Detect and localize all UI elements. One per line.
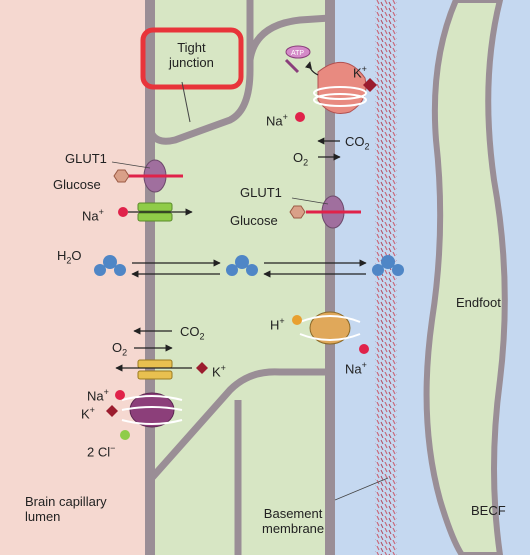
k-label-top: K+ xyxy=(353,62,367,80)
h2o-label: H2O xyxy=(57,248,82,269)
cl-ion xyxy=(120,430,130,440)
h-label: H+ xyxy=(270,314,285,332)
water-molecule-left xyxy=(94,255,126,276)
glut1-pointer-top xyxy=(111,161,151,169)
k-ion-lower-left xyxy=(106,405,118,417)
co2-label-lower: CO2 xyxy=(180,324,205,345)
k-text: K xyxy=(353,65,362,81)
k-charge: + xyxy=(220,363,226,373)
junction-membrane-upper xyxy=(146,0,254,145)
water-molecule-right xyxy=(372,255,404,276)
atp-arrow xyxy=(304,61,319,76)
o-text: O xyxy=(293,150,304,165)
glucose-label-top: Glucose xyxy=(53,177,101,192)
na-text: Na xyxy=(82,208,99,224)
glucose-label-mid: Glucose xyxy=(230,213,278,228)
na-text: Na xyxy=(345,361,362,377)
na-label-left: Na+ xyxy=(82,205,104,223)
na-ion-lower xyxy=(115,390,125,400)
co-text: CO xyxy=(180,324,200,339)
glucose-molecule-mid xyxy=(289,205,306,219)
basement-label-line1: Basement xyxy=(263,506,323,521)
glut1-label-top: GLUT1 xyxy=(65,151,107,166)
nkcc-cotransporter xyxy=(121,392,183,428)
k-text: K xyxy=(212,364,221,380)
h-exchanger xyxy=(299,311,361,345)
co2-subscript: 2 xyxy=(199,331,205,342)
k-ion-lower-right xyxy=(196,362,208,374)
co-text: CO xyxy=(345,134,365,149)
co2-subscript: 2 xyxy=(364,141,370,152)
lumen-region xyxy=(0,0,160,555)
o2-subscript: 2 xyxy=(122,347,128,358)
h-text: H xyxy=(270,317,280,333)
basement-label: Basement membrane xyxy=(262,506,324,536)
na-label-right: Na+ xyxy=(345,358,367,376)
cl-label: 2 Cl− xyxy=(87,441,115,459)
lumen-label-line2: lumen xyxy=(25,509,61,524)
tight-junction-label-line2: junction xyxy=(169,55,214,70)
h2o-subscript: 2 xyxy=(66,255,72,266)
na-text: Na xyxy=(87,388,104,404)
lumen-label: Brain capillary lumen xyxy=(25,494,107,524)
tight-junction-label: Tight junction xyxy=(169,40,214,70)
glucose-molecule-top xyxy=(113,169,130,183)
o-text: O xyxy=(112,340,123,355)
na-charge: + xyxy=(282,112,288,122)
na-label-top: Na+ xyxy=(266,110,288,128)
na-charge: + xyxy=(361,360,367,370)
junction-membrane-lower xyxy=(146,368,330,555)
k-ion-top xyxy=(363,78,377,92)
h-charge: + xyxy=(279,316,285,326)
cl-text: 2 Cl xyxy=(87,444,111,460)
k-charge: + xyxy=(361,64,367,74)
o-text: O xyxy=(71,248,82,263)
k-charge: + xyxy=(89,405,95,415)
k-label-lower-left: K+ xyxy=(81,403,95,421)
co2-label-top: CO2 xyxy=(345,134,370,155)
tight-junction-highlight xyxy=(140,27,244,90)
na-channel-top xyxy=(137,202,173,222)
becf-label: BECF xyxy=(471,503,506,518)
na-charge: + xyxy=(98,207,104,217)
atp-icon xyxy=(284,45,311,74)
glut1-pointer-mid xyxy=(291,197,329,205)
na-ion-left xyxy=(118,207,128,217)
lumen-label-line1: Brain capillary xyxy=(25,494,107,509)
na-ion-right xyxy=(359,344,369,354)
endfoot-region xyxy=(423,0,508,558)
o2-label-top: O2 xyxy=(293,150,308,171)
cl-charge: − xyxy=(110,443,116,453)
o2-subscript: 2 xyxy=(303,157,309,168)
na-text: Na xyxy=(266,113,283,129)
tight-junction-label-line1: Tight xyxy=(177,40,206,55)
na-charge: + xyxy=(103,387,109,397)
endfoot-label: Endfoot xyxy=(456,295,501,310)
na-label-lower: Na+ xyxy=(87,385,109,403)
water-molecule-mid xyxy=(226,255,258,276)
basement-membrane xyxy=(375,0,397,555)
basement-label-line2: membrane xyxy=(262,521,325,536)
atp-label: ATP xyxy=(291,50,304,57)
na-ion-top xyxy=(295,112,305,122)
o2-label-lower: O2 xyxy=(112,340,127,361)
basement-pointer xyxy=(334,477,389,501)
h-text: H xyxy=(57,248,67,263)
na-k-atpase-top xyxy=(313,62,367,114)
k-label-lower-right: K+ xyxy=(212,361,226,379)
junction-membrane-top xyxy=(246,14,331,61)
k-text: K xyxy=(81,406,90,422)
h-ion xyxy=(292,315,302,325)
tight-junction-pointer xyxy=(181,81,191,123)
glut1-label-mid: GLUT1 xyxy=(240,185,282,200)
